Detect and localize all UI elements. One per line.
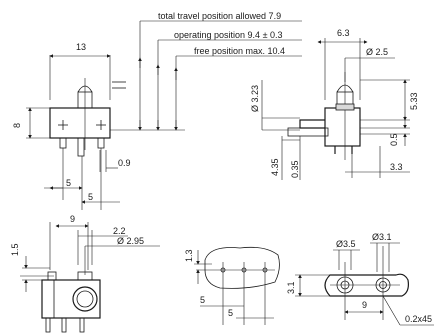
dim-side-tip: 0.5	[389, 133, 399, 146]
dim-br-9: 9	[362, 300, 367, 310]
front-view	[26, 54, 185, 210]
dim-front-width: 13	[76, 42, 86, 52]
dim-side-035: 0.35	[290, 160, 300, 178]
dim-side-33: 3.3	[390, 162, 403, 172]
side-view	[261, 38, 410, 180]
bottom-left-view	[20, 222, 160, 333]
dim-side-435: 4.35	[270, 158, 280, 176]
dim-br-hole1: Ø3.5	[336, 239, 356, 249]
dim-br-31: 3.1	[286, 281, 296, 294]
dim-bm-13: 1.3	[184, 249, 194, 262]
dim-bl-15: 1.5	[10, 243, 20, 256]
bottom-middle-view	[194, 246, 280, 325]
dim-pin-width: 0.9	[118, 158, 131, 168]
dim-bl-9: 9	[70, 214, 75, 224]
label-free-position: free position max. 10.4	[194, 46, 285, 56]
dim-br-hole2: Ø3.1	[372, 232, 392, 242]
dim-side-top-width: 6.3	[337, 28, 350, 38]
label-operating-position: operating position 9.4 ± 0.3	[174, 30, 283, 40]
annotation-leaders	[138, 20, 302, 131]
dim-pitch-2: 5	[88, 192, 93, 202]
dim-side-height-right: 5.33	[409, 92, 419, 110]
dim-br-slot: 0.2x45	[405, 314, 432, 324]
dim-bl-22: 2.2	[113, 226, 126, 236]
dim-side-hole: Ø 2.5	[366, 47, 388, 57]
dim-bm-5b: 5	[228, 308, 233, 318]
bottom-right-view	[295, 242, 434, 326]
dim-front-height: 8	[12, 123, 22, 128]
dim-pitch-1: 5	[66, 178, 71, 188]
dim-lever-diameter: Ø 3.23	[250, 85, 260, 112]
label-total-travel: total travel position allowed 7.9	[158, 11, 281, 21]
dim-bl-hole: Ø 2.95	[117, 236, 144, 246]
dim-bm-5a: 5	[200, 295, 205, 305]
